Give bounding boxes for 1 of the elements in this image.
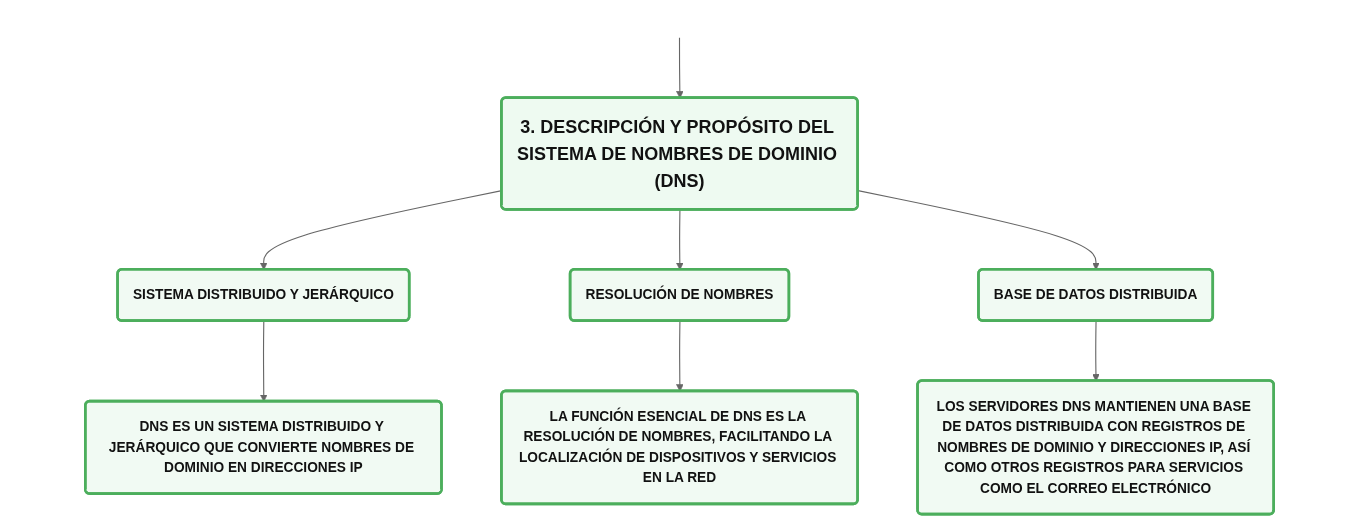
arrow [260, 320, 268, 402]
